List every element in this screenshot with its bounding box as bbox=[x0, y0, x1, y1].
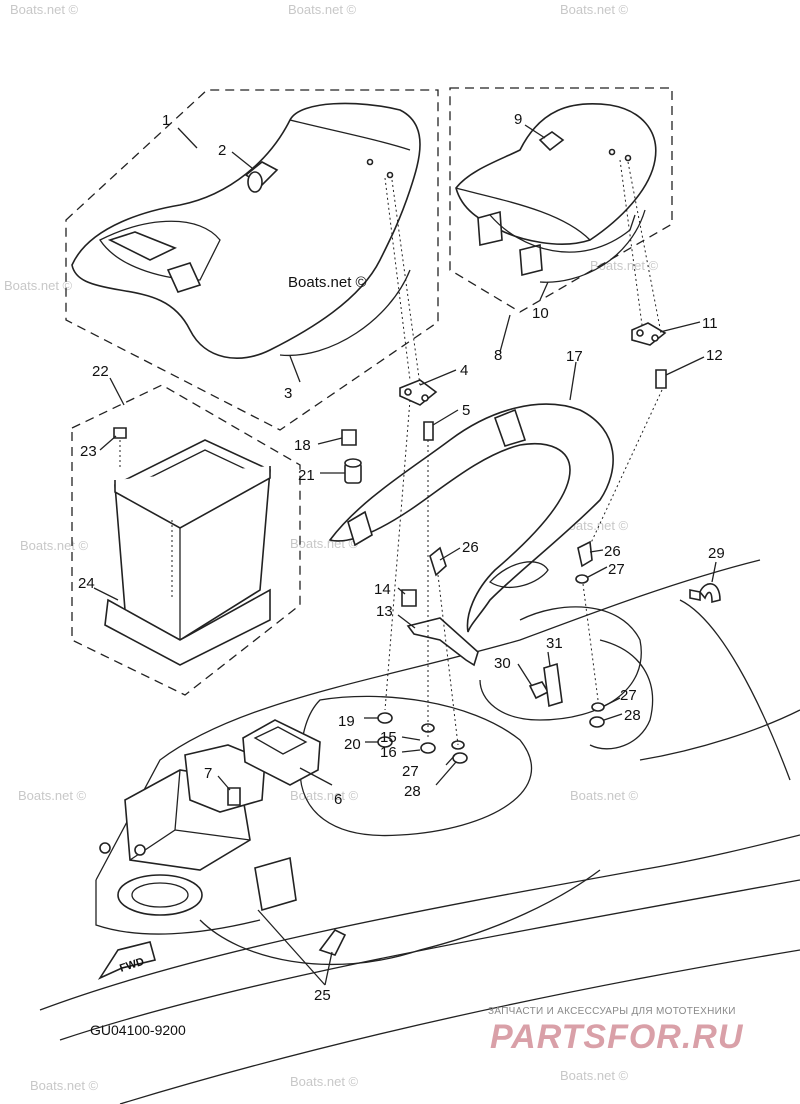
callout-23: 23 bbox=[80, 443, 97, 460]
watermark: Boats.net © bbox=[10, 2, 79, 17]
callout-19: 19 bbox=[338, 713, 355, 730]
footer-tagline: ЗАПЧАСТИ И АКСЕССУАРЫ ДЛЯ МОТОТЕХНИКИ bbox=[488, 1006, 736, 1017]
seat-watermark-label: Boats.net © bbox=[288, 274, 367, 291]
assembly-boxes bbox=[65, 87, 673, 696]
callout-12: 12 bbox=[706, 347, 723, 364]
leader-lines bbox=[93, 124, 717, 986]
callout-30: 30 bbox=[494, 655, 511, 672]
hardware bbox=[227, 322, 721, 956]
front-seat-assembly-box bbox=[449, 87, 673, 313]
callout-6: 6 bbox=[334, 791, 342, 808]
watermark: Boats.net © bbox=[288, 2, 357, 17]
callout-27-left: 27 bbox=[402, 763, 419, 780]
callout-15: 15 bbox=[380, 729, 397, 746]
watermark: Boats.net © bbox=[560, 1068, 629, 1083]
alignment-lines bbox=[171, 159, 663, 746]
storage-box bbox=[104, 427, 271, 666]
callout-14: 14 bbox=[374, 581, 391, 598]
watermark: Boats.net © bbox=[30, 1078, 99, 1093]
footer-logo[interactable]: PARTSFOR.RU bbox=[490, 1018, 744, 1056]
callout-11: 11 bbox=[702, 315, 718, 332]
watermark: Boats.net © bbox=[18, 788, 87, 803]
callout-25: 25 bbox=[314, 987, 331, 1004]
callout-28-left: 28 bbox=[404, 783, 421, 800]
callout-13: 13 bbox=[376, 603, 393, 620]
callout-1: 1 bbox=[162, 112, 170, 129]
top-cover bbox=[328, 403, 614, 633]
watermark: Boats.net © bbox=[4, 278, 73, 293]
callouts: 1 2 3 4 5 6 7 8 9 10 11 12 13 14 15 16 1… bbox=[78, 111, 725, 1004]
rear-seat: Boats.net © bbox=[71, 102, 421, 359]
callout-20: 20 bbox=[344, 736, 361, 753]
callout-31: 31 bbox=[546, 635, 563, 652]
callout-3: 3 bbox=[284, 385, 292, 402]
forward-arrow-icon bbox=[97, 941, 156, 980]
callout-8: 8 bbox=[494, 347, 502, 364]
callout-4: 4 bbox=[460, 362, 468, 379]
callout-26-right: 26 bbox=[604, 543, 621, 560]
watermark: Boats.net © bbox=[290, 788, 359, 803]
callout-28-right: 28 bbox=[624, 707, 641, 724]
callout-24: 24 bbox=[78, 575, 95, 592]
watermark: Boats.net © bbox=[570, 788, 639, 803]
callout-10: 10 bbox=[532, 305, 549, 322]
front-seat bbox=[455, 103, 657, 283]
watermark: Boats.net © bbox=[20, 538, 89, 553]
callout-5: 5 bbox=[462, 402, 470, 419]
watermark: Boats.net © bbox=[290, 1074, 359, 1089]
rear-seat-assembly-box bbox=[65, 89, 439, 431]
callout-7: 7 bbox=[204, 765, 212, 782]
callout-26-left: 26 bbox=[462, 539, 479, 556]
callout-21: 21 bbox=[298, 467, 315, 484]
callout-27-right: 27 bbox=[620, 687, 637, 704]
callout-17: 17 bbox=[566, 348, 583, 365]
callout-9: 9 bbox=[514, 111, 522, 128]
callout-2: 2 bbox=[218, 142, 226, 159]
drawing-code: GU04100-9200 bbox=[90, 1022, 186, 1038]
watermark: Boats.net © bbox=[560, 2, 629, 17]
callout-22: 22 bbox=[92, 363, 109, 380]
callout-27-upper: 27 bbox=[608, 561, 625, 578]
watermark-group: Boats.net © Boats.net © Boats.net © Boat… bbox=[4, 2, 659, 1093]
callout-16: 16 bbox=[380, 744, 397, 761]
callout-29: 29 bbox=[708, 545, 725, 562]
callout-18: 18 bbox=[294, 437, 311, 454]
